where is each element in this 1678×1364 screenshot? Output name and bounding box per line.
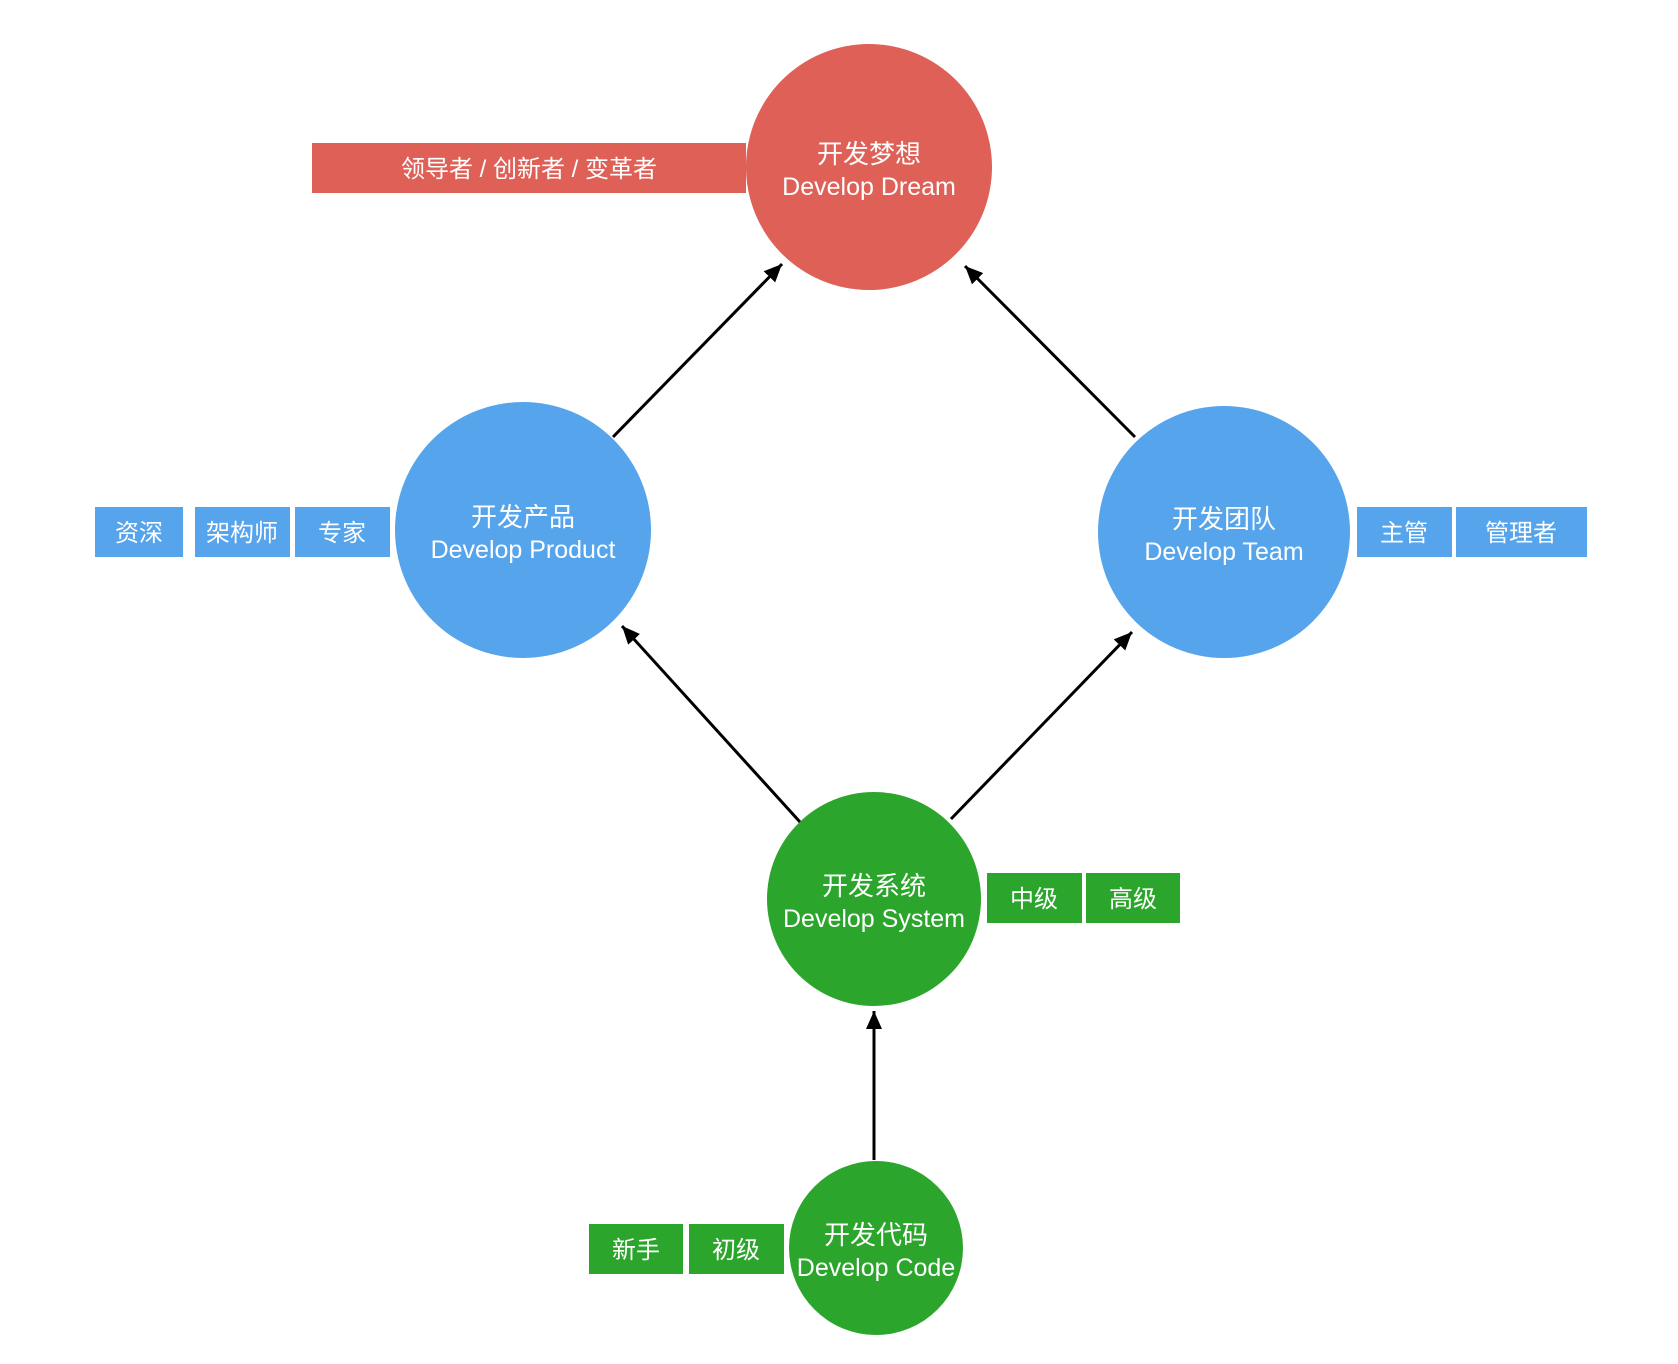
badge-dream-roles-box: [312, 143, 746, 193]
badge-team-supervisor-box: [1357, 507, 1452, 557]
badge-product-senior-label: 资深: [115, 520, 163, 547]
badge-product-expert[interactable]: 专家: [295, 507, 390, 557]
badge-code-novice[interactable]: 新手: [589, 1224, 683, 1274]
node-develop-system-circle: [767, 792, 981, 1006]
node-develop-dream-label-zh: 开发梦想: [817, 139, 921, 169]
node-develop-product[interactable]: 开发产品 Develop Product: [395, 402, 651, 658]
node-develop-code-label-en: Develop Code: [797, 1254, 955, 1282]
badge-product-senior-box: [95, 507, 183, 557]
badge-product-senior[interactable]: 资深: [95, 507, 183, 557]
node-develop-code-circle: [789, 1161, 963, 1335]
badge-code-novice-box: [589, 1224, 683, 1274]
node-develop-product-circle: [395, 402, 651, 658]
badge-team-supervisor[interactable]: 主管: [1357, 507, 1452, 557]
badge-team-supervisor-label: 主管: [1380, 520, 1428, 547]
badge-code-junior-label: 初级: [712, 1237, 760, 1264]
arrow-team-to-dream: [963, 264, 1137, 439]
badge-dream-roles[interactable]: 领导者 / 创新者 / 变革者: [312, 143, 746, 193]
node-develop-system[interactable]: 开发系统 Develop System: [767, 792, 981, 1006]
arrow-system-to-team: [949, 630, 1134, 821]
arrow-system-to-product: [620, 624, 802, 824]
badge-system-advanced-label: 高级: [1109, 886, 1157, 913]
node-develop-dream[interactable]: 开发梦想 Develop Dream: [746, 44, 992, 290]
badge-system-intermediate-label: 中级: [1010, 886, 1058, 913]
badge-system-advanced[interactable]: 高级: [1086, 873, 1180, 923]
badge-team-manager[interactable]: 管理者: [1456, 507, 1587, 557]
node-develop-system-label-zh: 开发系统: [822, 871, 926, 901]
badge-team-manager-label: 管理者: [1485, 520, 1557, 547]
node-develop-team-label-zh: 开发团队: [1172, 504, 1276, 534]
badge-product-architect-box: [195, 507, 290, 557]
node-develop-code-label-zh: 开发代码: [824, 1220, 928, 1250]
node-develop-team-circle: [1098, 406, 1350, 658]
node-develop-product-label-en: Develop Product: [431, 536, 616, 564]
badge-code-junior-box: [689, 1224, 784, 1274]
node-develop-team-label-en: Develop Team: [1144, 538, 1303, 566]
badge-code-novice-label: 新手: [612, 1237, 660, 1264]
badge-dream-roles-label: 领导者 / 创新者 / 变革者: [401, 156, 657, 183]
badge-system-intermediate-box: [987, 873, 1082, 923]
node-develop-team[interactable]: 开发团队 Develop Team: [1098, 406, 1350, 658]
arrow-product-to-dream: [611, 262, 784, 439]
badge-team-manager-box: [1456, 507, 1587, 557]
badge-product-architect-label: 架构师: [206, 520, 278, 547]
badge-product-expert-box: [295, 507, 390, 557]
badge-code-junior[interactable]: 初级: [689, 1224, 784, 1274]
node-develop-code[interactable]: 开发代码 Develop Code: [789, 1161, 963, 1335]
badge-system-advanced-box: [1086, 873, 1180, 923]
badge-product-architect[interactable]: 架构师: [195, 507, 290, 557]
edge-layer: [611, 262, 1137, 1160]
node-develop-dream-circle: [746, 44, 992, 290]
badge-system-intermediate[interactable]: 中级: [987, 873, 1082, 923]
badge-product-expert-label: 专家: [318, 520, 366, 547]
node-develop-dream-label-en: Develop Dream: [782, 173, 956, 201]
node-develop-system-label-en: Develop System: [783, 905, 965, 933]
node-develop-product-label-zh: 开发产品: [471, 502, 575, 532]
